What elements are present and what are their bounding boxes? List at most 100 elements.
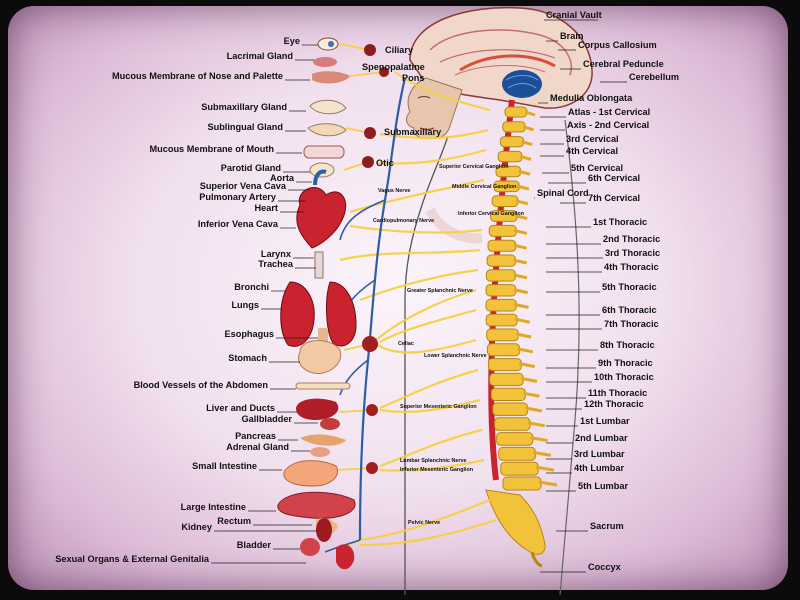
vertebra-label-text: Cerebellum	[629, 72, 679, 82]
vertebra-label-5th-cervical: 5th Cervical	[542, 163, 623, 174]
vertebra	[492, 402, 543, 416]
nerve-branch	[375, 338, 477, 354]
vertebra-label-text: Brain	[560, 31, 584, 41]
nerve-label-cardiopulmonary-nerve: Cardiopulmonary Nerve	[373, 218, 434, 224]
organ-sexual-organs	[336, 544, 355, 570]
organ-label-text: Small Intestine	[192, 461, 257, 471]
organ-label-text: Kidney	[181, 522, 213, 532]
vertebra-label-9th-thoracic: 9th Thoracic	[546, 358, 653, 369]
organ-eye	[317, 37, 339, 51]
organ-lacrimal-gland	[313, 57, 337, 67]
vertebra-label-text: 4th Thoracic	[604, 262, 659, 272]
organ-label-text: Heart	[255, 203, 279, 213]
vertebra-label-6th-cervical: 6th Cervical	[548, 173, 640, 184]
organ-sublingual-gland	[307, 123, 347, 137]
vertebra-label-text: 10th Thoracic	[594, 372, 654, 382]
nerve-branch	[339, 248, 481, 262]
vertebra	[491, 195, 529, 208]
vertebra-label-4th-lumbar: 4th Lumbar	[546, 463, 624, 474]
vertebra-label-text: 11th Thoracic	[588, 388, 647, 398]
vertebra	[500, 461, 555, 476]
vertebra-label-spinal-cord: Spinal Cord	[534, 188, 589, 199]
organ-label-text: Gallbladder	[241, 414, 292, 424]
vertebra-label-8th-thoracic: 8th Thoracic	[546, 340, 655, 351]
organ-label-sexual-organs-external-genitalia: Sexual Organs & External Genitalia	[55, 554, 306, 564]
organ-label-pulmonary-artery: Pulmonary Artery	[199, 192, 306, 202]
nerve-branch	[379, 458, 485, 472]
vertebra	[493, 180, 530, 193]
organ-adrenal-gland	[310, 447, 330, 457]
organ-label-inferior-vena-cava: Inferior Vena Cava	[198, 219, 296, 229]
organ-label-text: Bronchi	[234, 282, 269, 292]
vertebra-label-2nd-thoracic: 2nd Thoracic	[546, 234, 660, 245]
nerve-twig	[335, 467, 373, 471]
organ-label-kidney: Kidney	[181, 522, 318, 532]
vertebra	[488, 224, 528, 237]
organ-label-text: Rectum	[217, 516, 251, 526]
vertebra-label-3rd-lumbar: 3rd Lumbar	[546, 449, 625, 460]
vertebra-label-10th-thoracic: 10th Thoracic	[546, 372, 654, 383]
nerve-label-lumbar-splanchnic-nerve: Lumbar Splanchnic Nerve	[400, 458, 467, 464]
vertebra-label-cranial-vault: Cranial Vault	[544, 10, 602, 21]
organ-label-text: Aorta	[270, 173, 295, 183]
vertebral-column	[485, 106, 558, 491]
nerve-label-pons: Pons	[402, 73, 424, 83]
organ-label-text: Sublingual Gland	[207, 122, 283, 132]
vertebra-label-text: 9th Thoracic	[598, 358, 653, 368]
organ-submaxillary-gland	[309, 99, 347, 115]
organ-label-lacrimal-gland: Lacrimal Gland	[227, 51, 314, 61]
organ-heart	[296, 169, 347, 249]
vertebra-label-text: 6th Thoracic	[602, 305, 657, 315]
nerve-label-otic: Otic	[376, 158, 394, 168]
nerve-label-inferior-cervical-ganglion: Inferior Cervical Ganglion	[458, 211, 524, 217]
organ-label-text: Larynx	[261, 249, 292, 259]
vertebra-label-text: 6th Cervical	[588, 173, 640, 183]
vertebra-label-12th-thoracic: 12th Thoracic	[546, 399, 644, 410]
nerve-twig	[349, 71, 385, 77]
organ-label-parotid-gland: Parotid Gland	[221, 163, 310, 173]
organ-nose-palette	[312, 71, 350, 84]
organ-label-heart: Heart	[255, 203, 304, 213]
vertebra-label-4th-thoracic: 4th Thoracic	[546, 262, 659, 273]
organ-label-text: Mucous Membrane of Nose and Palette	[112, 71, 283, 81]
organ-label-text: Lacrimal Gland	[227, 51, 293, 61]
ganglion-inferior-mesenteric	[366, 462, 378, 474]
organ-label-text: Mucous Membrane of Mouth	[149, 144, 274, 154]
vertebra-label-text: 7th Cervical	[588, 193, 640, 203]
vagus-nerve-path	[324, 77, 407, 553]
vertebra	[497, 150, 532, 163]
vertebra-label-7th-cervical: 7th Cervical	[560, 193, 640, 204]
vertebra-label-corpus-callosium: Corpus Callosium	[558, 40, 657, 51]
vertebra	[490, 387, 540, 402]
vertebra	[487, 239, 528, 252]
organ-label-superior-vena-cava: Superior Vena Cava	[200, 181, 310, 191]
nerve-label-vagus-nerve: Vagus Nerve	[378, 188, 410, 194]
vertebra-label-text: Medulla Oblongata	[550, 93, 633, 103]
organ-kidney	[316, 518, 332, 542]
nerve-branch	[349, 224, 483, 234]
organ-label-aorta: Aorta	[270, 173, 312, 183]
vertebra-label-sacrum: Sacrum	[556, 521, 624, 532]
vertebra-label-text: Spinal Cord	[537, 188, 589, 198]
organ-small-intestine	[283, 460, 338, 487]
nerve-label-submaxillary: Submaxillary	[384, 127, 442, 137]
vertebra-label-text: 2nd Thoracic	[603, 234, 660, 244]
vertebra-label-text: 5th Thoracic	[602, 282, 657, 292]
cerebellum	[502, 70, 542, 98]
organ-lungs	[280, 281, 357, 347]
vertebra	[489, 372, 538, 387]
organ-label-trachea: Trachea	[258, 259, 316, 269]
organ-label-esophagus: Esophagus	[224, 329, 318, 339]
nerve-label-inferior-mesenteric-ganglion: Inferior Mesenteric Ganglion	[400, 467, 473, 473]
organ-label-text: Inferior Vena Cava	[198, 219, 279, 229]
vertebra-label-4th-cervical: 4th Cervical	[540, 146, 618, 157]
organ-label-text: Sexual Organs & External Genitalia	[55, 554, 210, 564]
vertebra-label-text: Sacrum	[590, 521, 624, 531]
vertebra-label-1st-lumbar: 1st Lumbar	[546, 416, 630, 427]
organ-liver	[296, 398, 339, 420]
nerve-branch	[359, 518, 497, 547]
nerve-labels: CiliarySpenopalatinePonsSubmaxillaryOtic…	[362, 45, 524, 526]
vertebra-label-text: 7th Thoracic	[604, 319, 659, 329]
organ-label-sublingual-gland: Sublingual Gland	[207, 122, 306, 132]
vertebra-label-text: Cranial Vault	[546, 10, 602, 20]
